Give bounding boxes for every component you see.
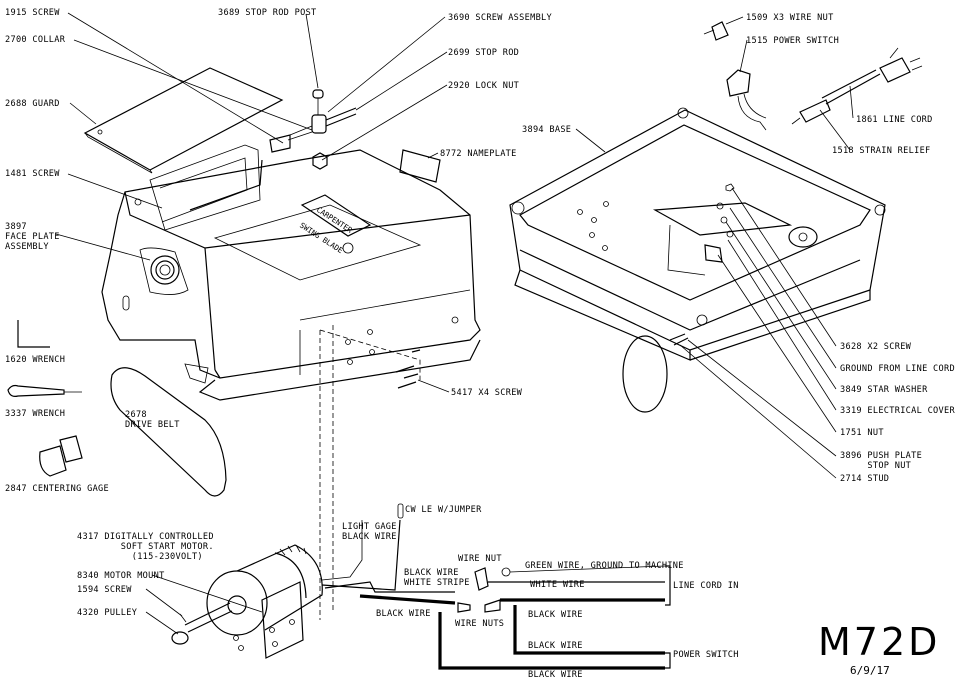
label-1515-power-switch: 1515 POWER SWITCH [746, 36, 840, 46]
label-power-switch-wire: POWER SWITCH [673, 650, 739, 660]
label-ground-from-line-cord: GROUND FROM LINE CORD [840, 364, 955, 374]
label-black-wire-1: BLACK WIRE [376, 609, 431, 619]
motor-shape [171, 544, 323, 659]
label-8772-nameplate: 8772 NAMEPLATE [440, 149, 517, 159]
label-line-cord-in: LINE CORD IN [673, 581, 739, 591]
label-1594-screw: 1594 SCREW [77, 585, 132, 595]
drive-belt-shape [110, 367, 227, 497]
label-2920-lock-nut: 2920 LOCK NUT [448, 81, 520, 91]
cover-housing: CARPENTER SWING BLADE [101, 144, 481, 401]
label-light-gage-wire: LIGHT GAGE BLACK WIRE [342, 522, 397, 542]
label-5417-screw: 5417 X4 SCREW [451, 388, 523, 398]
label-2700-collar: 2700 COLLAR [5, 35, 66, 45]
label-3689-stop-rod-post: 3689 STOP ROD POST [218, 8, 317, 18]
label-wire-nut: WIRE NUT [458, 554, 502, 564]
leader-lines [55, 12, 854, 635]
label-black-white-stripe: BLACK WIRE WHITE STRIPE [404, 568, 470, 588]
label-black-wire-4: BLACK WIRE [528, 670, 583, 680]
label-8340-motor-mount: 8340 MOTOR MOUNT [77, 571, 165, 581]
label-2847-centering-gage: 2847 CENTERING GAGE [5, 484, 110, 494]
label-3894-base: 3894 BASE [522, 125, 572, 135]
label-2678-drive-belt: 2678 DRIVE BELT [125, 410, 180, 430]
drawing-date: 6/9/17 [850, 664, 890, 677]
label-4320-pulley: 4320 PULLEY [77, 608, 138, 618]
label-4317-motor: 4317 DIGITALLY CONTROLLED SOFT START MOT… [77, 532, 214, 562]
base-housing [509, 107, 886, 413]
line-cord-shape [791, 47, 923, 125]
label-wire-nuts: WIRE NUTS [455, 619, 505, 629]
label-1481-screw: 1481 SCREW [5, 169, 60, 179]
label-2714-stud: 2714 STUD [840, 474, 890, 484]
label-black-wire-2: BLACK WIRE [528, 610, 583, 620]
label-3690-screw-assembly: 3690 SCREW ASSEMBLY [448, 13, 553, 23]
label-cw-le-jumper: CW LE W/JUMPER [405, 505, 482, 515]
cover-brand-text: CARPENTER [315, 205, 354, 235]
label-1509-wire-nut: 1509 X3 WIRE NUT [746, 13, 834, 23]
label-1518-strain-relief: 1518 STRAIN RELIEF [832, 146, 931, 156]
label-3337-wrench: 3337 WRENCH [5, 409, 66, 419]
label-green-wire: GREEN WIRE, GROUND TO MACHINE [525, 561, 684, 571]
label-3628-screw: 3628 X2 SCREW [840, 342, 912, 352]
label-black-wire-3: BLACK WIRE [528, 641, 583, 651]
wrench-1620-shape [17, 320, 50, 348]
wire-nut-shape [703, 21, 729, 41]
wiring [321, 503, 671, 670]
wrench-3337-shape [7, 384, 82, 397]
guard-part [83, 67, 284, 174]
model-number: M72D [818, 620, 941, 664]
label-white-wire: WHITE WIRE [530, 580, 585, 590]
label-1751-nut: 1751 NUT [840, 428, 884, 438]
label-2699-stop-rod: 2699 STOP ROD [448, 48, 520, 58]
label-1915-screw: 1915 SCREW [5, 8, 60, 18]
centering-gage-shape [39, 435, 83, 477]
label-3896-push-plate: 3896 PUSH PLATE STOP NUT [840, 451, 923, 471]
power-switch-shape [726, 69, 767, 131]
stop-rod-assembly [269, 89, 441, 183]
label-2688-guard: 2688 GUARD [5, 99, 60, 109]
label-1861-line-cord: 1861 LINE CORD [856, 115, 933, 125]
screws-5417 [345, 329, 421, 389]
label-3319-electrical-cover: 3319 ELECTRICAL COVER [840, 406, 955, 416]
label-3849-star-washer: 3849 STAR WASHER [840, 385, 928, 395]
label-3897-face-plate: 3897 FACE PLATE ASSEMBLY [5, 222, 60, 252]
label-1620-wrench: 1620 WRENCH [5, 355, 66, 365]
